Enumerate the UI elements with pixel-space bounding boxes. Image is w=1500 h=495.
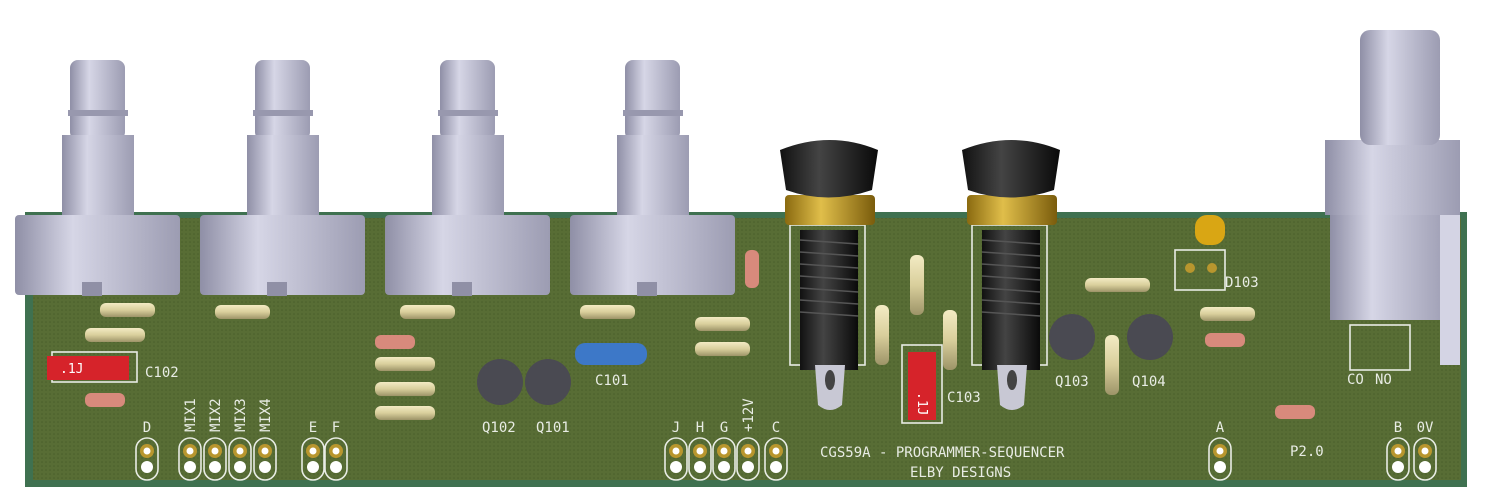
connector-1[interactable]: MIX1 <box>178 398 202 481</box>
svg-text:CO: CO <box>1347 372 1364 388</box>
transistors <box>477 314 1173 405</box>
connector-label: D <box>143 420 151 436</box>
connector-label: B <box>1394 420 1402 436</box>
svg-text:.1J: .1J <box>60 362 83 377</box>
diodes <box>85 250 1315 419</box>
svg-text:C103: C103 <box>947 390 981 406</box>
connector-7[interactable]: J <box>664 420 688 481</box>
capacitor-c102: .1J <box>47 351 138 383</box>
connector-2[interactable]: MIX2 <box>203 398 227 481</box>
pushbutton-switch[interactable] <box>1325 30 1460 371</box>
connector-label: A <box>1216 420 1225 436</box>
audio-jacks <box>780 139 1061 411</box>
connector-12[interactable]: A <box>1208 420 1232 481</box>
connector-label: G <box>720 420 728 436</box>
svg-text:CGS59A - PROGRAMMER-SEQUENCER: CGS59A - PROGRAMMER-SEQUENCER <box>820 445 1065 461</box>
capacitor-c103: .1J <box>901 344 943 424</box>
svg-text:.1J: .1J <box>914 392 929 415</box>
svg-text:Q102: Q102 <box>482 420 516 436</box>
connector-6[interactable]: F <box>324 420 348 481</box>
svg-text:C102: C102 <box>145 365 179 381</box>
connector-8[interactable]: H <box>688 420 712 481</box>
connector-label: H <box>696 420 704 436</box>
connector-4[interactable]: MIX4 <box>253 398 277 481</box>
connector-14[interactable]: 0V <box>1413 420 1437 481</box>
connector-label: F <box>332 420 340 436</box>
svg-text:ELBY DESIGNS: ELBY DESIGNS <box>910 465 1011 481</box>
connector-label: E <box>309 420 317 436</box>
connector-label: MIX2 <box>208 398 224 432</box>
connector-9[interactable]: G <box>712 420 736 481</box>
connector-label: J <box>672 420 680 436</box>
svg-text:Q101: Q101 <box>536 420 570 436</box>
capacitor-c101 <box>575 343 647 365</box>
svg-text:NO: NO <box>1375 372 1392 388</box>
connector-label: MIX4 <box>258 398 274 432</box>
connector-0[interactable]: D <box>135 420 159 481</box>
connector-label: C <box>772 420 780 436</box>
connector-3[interactable]: MIX3 <box>228 398 252 481</box>
connector-label: +12V <box>741 398 757 432</box>
connector-11[interactable]: C <box>764 420 788 481</box>
svg-text:C101: C101 <box>595 373 629 389</box>
silkscreen-labels: C102 C101 Q102 Q101 C103 Q103 Q104 D103 … <box>145 275 1392 481</box>
connector-label: MIX3 <box>233 398 249 432</box>
svg-text:Q104: Q104 <box>1132 374 1166 390</box>
potentiometer[interactable] <box>15 60 180 296</box>
svg-text:D103: D103 <box>1225 275 1259 291</box>
connector-label: MIX1 <box>183 398 199 432</box>
svg-text:Q103: Q103 <box>1055 374 1089 390</box>
jack-socket[interactable] <box>780 140 878 410</box>
svg-text:P2.0: P2.0 <box>1290 444 1324 460</box>
connector-5[interactable]: E <box>301 420 325 481</box>
connector-label: 0V <box>1417 420 1434 436</box>
resistors <box>85 255 1255 420</box>
connector-10[interactable]: +12V <box>736 398 760 481</box>
led-d103 <box>1174 215 1226 291</box>
potentiometers <box>15 60 735 296</box>
connector-13[interactable]: B <box>1386 420 1410 481</box>
